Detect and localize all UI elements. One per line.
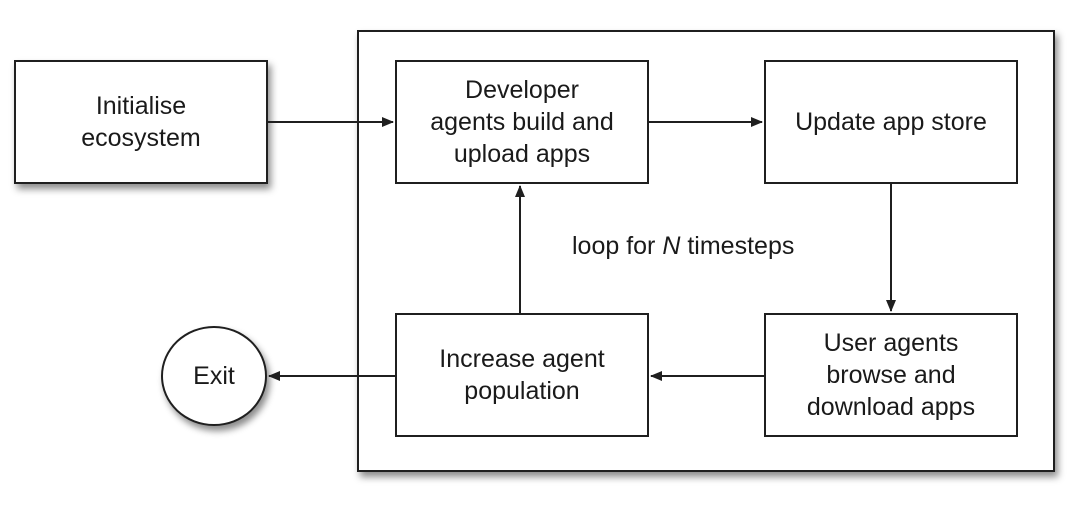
- exit-label: Exit: [193, 361, 235, 390]
- increase-population-node: Increase agent population: [395, 313, 649, 437]
- developer-agents-label: Developer agents build and upload apps: [430, 76, 614, 168]
- update-app-store-label: Update app store: [795, 108, 987, 136]
- user-agents-node: User agents browse and download apps: [764, 313, 1018, 437]
- exit-node: Exit: [161, 326, 267, 426]
- loop-label-suffix: timesteps: [687, 232, 795, 260]
- loop-label-variable: N: [662, 232, 681, 260]
- initialise-ecosystem-node: Initialise ecosystem: [14, 60, 268, 184]
- initialise-ecosystem-label: Initialise ecosystem: [81, 92, 201, 152]
- loop-label-prefix: loop for: [572, 232, 656, 260]
- update-app-store-node: Update app store: [764, 60, 1018, 184]
- increase-population-label: Increase agent population: [439, 345, 605, 405]
- developer-agents-node: Developer agents build and upload apps: [395, 60, 649, 184]
- loop-label: loop for N timesteps: [572, 232, 794, 261]
- user-agents-label: User agents browse and download apps: [806, 329, 976, 421]
